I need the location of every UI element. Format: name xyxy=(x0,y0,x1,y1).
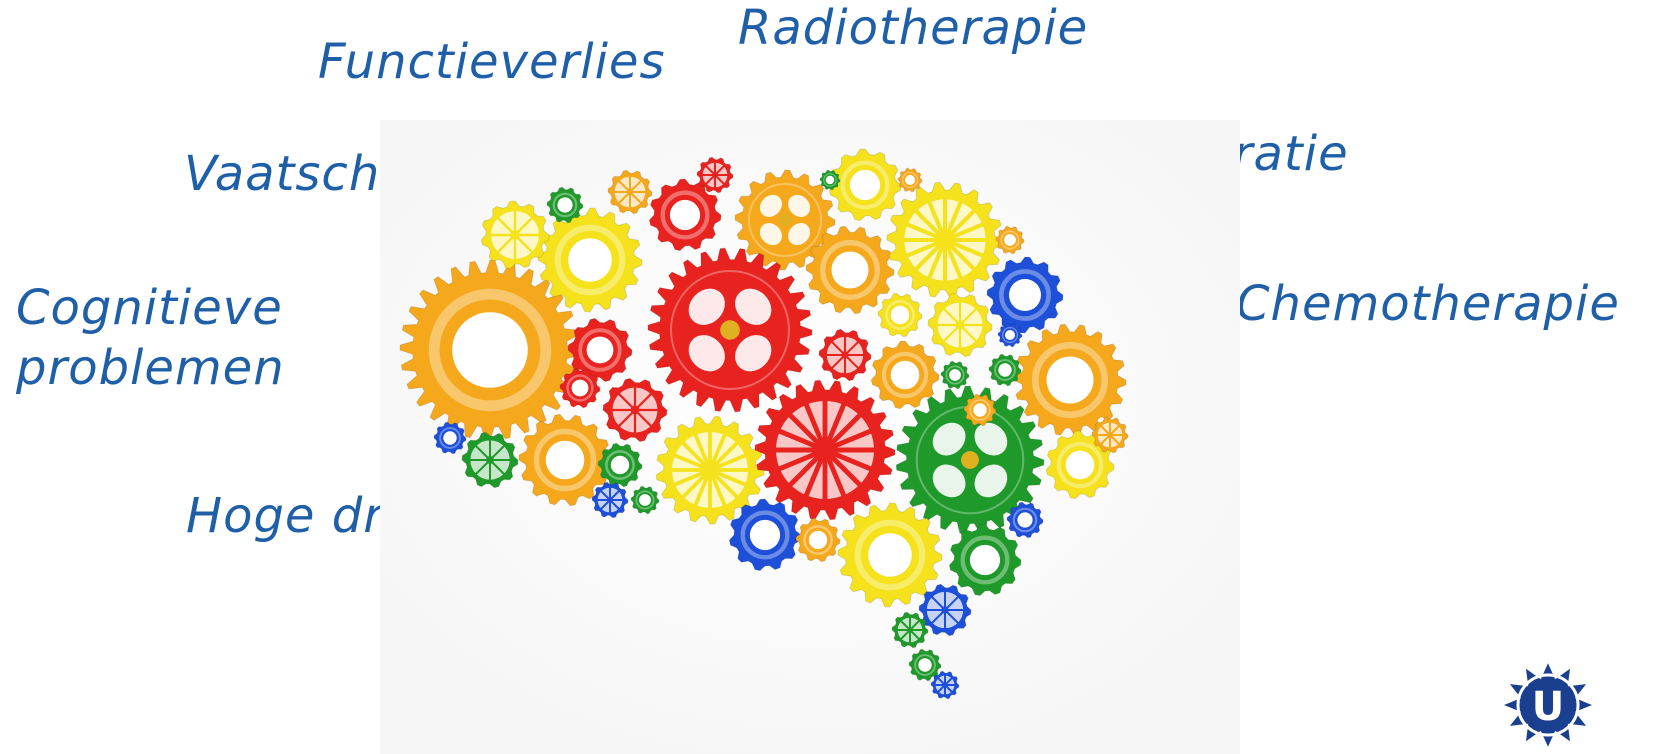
brain-gears-illustration xyxy=(380,120,1240,754)
label-radiotherapie: Radiotherapie xyxy=(738,0,1089,56)
university-logo: U xyxy=(1504,663,1592,747)
logo-star-icon xyxy=(1504,663,1592,747)
label-functieverlies: Functieverlies xyxy=(318,34,666,90)
label-cognitieve-line1: Cognitieve xyxy=(16,280,283,336)
label-cognitieve-line2: problemen xyxy=(16,340,285,396)
label-chemotherapie: Chemotherapie xyxy=(1236,276,1620,332)
gear-cluster xyxy=(399,148,1129,700)
logo-letter: U xyxy=(1532,684,1564,730)
label-cognitieve-problemen: Cognitieve problemen xyxy=(16,278,285,398)
